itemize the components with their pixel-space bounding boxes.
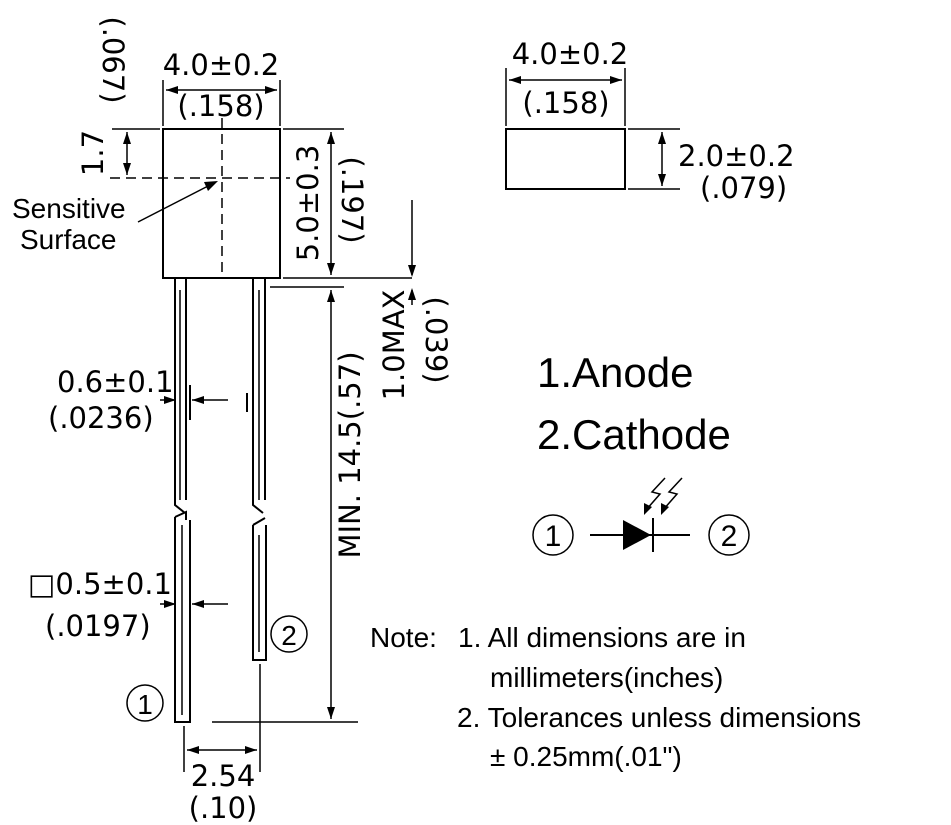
symbol-pin-1-number: 1 <box>545 520 562 553</box>
pitch-mm-label: 2.54 <box>191 759 256 793</box>
note-1-line-2: millimeters(inches) <box>490 662 723 693</box>
diode-triangle <box>623 520 651 550</box>
note-1-line-1: 1. All dimensions are in <box>458 622 746 653</box>
top-depth-in-label: (.079) <box>700 171 787 205</box>
height-in-label: (.197) <box>335 156 369 243</box>
surface-offset-mm-label: 1.7 <box>76 130 110 176</box>
sensitive-surface-leader <box>137 183 213 223</box>
lead-square-mm-label: □0.5±0.1 <box>28 567 172 601</box>
top-depth-mm-label: 2.0±0.2 <box>678 139 795 173</box>
lead-width-mm-label: 0.6±0.1 <box>57 365 174 399</box>
height-mm-label: 5.0±0.3 <box>291 145 325 262</box>
lead-1 <box>174 278 191 723</box>
standoff-mm-label: 1.0MAX <box>377 290 411 401</box>
top-width-mm-label: 4.0±0.2 <box>512 37 629 71</box>
pin-1-number: 1 <box>137 689 153 720</box>
pin-2-number: 2 <box>281 620 297 651</box>
pin-2-definition: 2.Cathode <box>537 411 731 458</box>
standoff-in-label: (.039) <box>419 296 453 383</box>
lead-square-in-label: (.0197) <box>45 609 151 643</box>
pin-1-marker <box>126 684 164 722</box>
width-in-label: (.158) <box>177 89 264 123</box>
front-view: 4.0±0.2 (.158) 1.7 (.067) Sensitive Surf… <box>12 16 453 825</box>
top-width-in-label: (.158) <box>522 86 609 120</box>
symbol-pin-2-number: 2 <box>721 520 738 553</box>
sensitive-surface-label-line2: Surface <box>20 224 117 255</box>
note-2-line-1: 2. Tolerances unless dimensions <box>457 702 861 733</box>
pitch-in-label: (.10) <box>189 791 258 825</box>
lead-length-label: MIN. 14.5(.57) <box>333 351 367 558</box>
light-arrows-icon <box>644 477 683 515</box>
width-mm-label: 4.0±0.2 <box>163 48 280 82</box>
lead-2 <box>246 278 267 661</box>
photodiode-symbol: 1 2 <box>532 477 750 556</box>
symbol-pin-2-marker <box>708 514 750 556</box>
note-2-line-2: ± 0.25mm(.01") <box>490 741 682 772</box>
surface-offset-in-label: (.067) <box>96 16 130 103</box>
symbol-pin-1-marker <box>532 514 574 556</box>
top-view: 4.0±0.2 (.158) 2.0±0.2 (.079) <box>505 37 795 205</box>
pin-1-definition: 1.Anode <box>537 349 693 396</box>
pin-2-marker <box>270 615 308 653</box>
notes-heading: Note: <box>370 622 437 653</box>
sensitive-surface-label-line1: Sensitive <box>12 193 126 224</box>
package-body <box>162 128 281 279</box>
top-view-body <box>505 128 626 190</box>
notes: Note: 1. All dimensions are in millimete… <box>370 622 861 772</box>
lead-width-in-label: (.0236) <box>48 401 154 435</box>
